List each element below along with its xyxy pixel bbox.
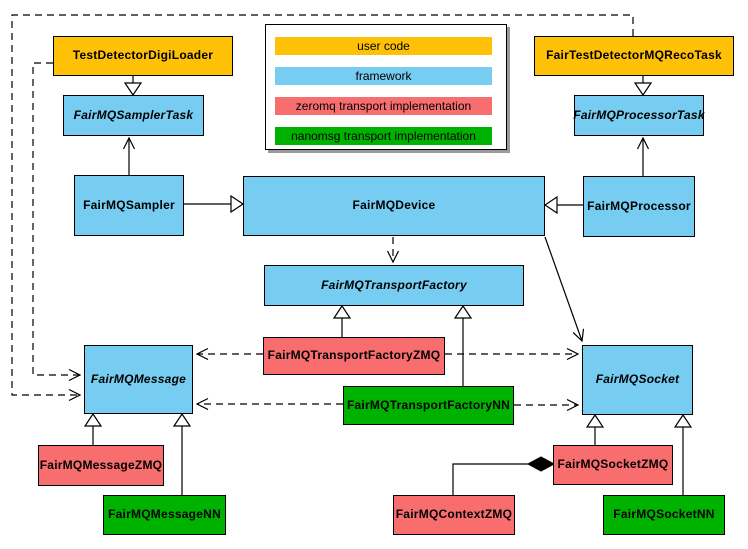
legend: user code framework zeromq transport imp… xyxy=(265,24,507,150)
class-box-fairmqtransportfactoryzmq: FairMQTransportFactoryZMQ xyxy=(263,337,445,375)
inheritance-triangle-factory-nn xyxy=(453,304,473,319)
legend-label: zeromq transport implementation xyxy=(295,99,472,113)
composition-line-contextzmq xyxy=(452,463,528,495)
class-box-fairmqtransportfactory: FairMQTransportFactory xyxy=(264,265,524,306)
class-box-fairmqmessagezmq: FairMQMessageZMQ xyxy=(38,445,164,486)
class-box-testdetectordigiloader: TestDetectorDigiLoader xyxy=(53,36,233,76)
inheritance-triangle-socket-nn xyxy=(673,413,693,428)
legend-label: nanomsg transport implementation xyxy=(291,129,476,143)
legend-item-nanomsg: nanomsg transport implementation xyxy=(275,127,492,145)
class-box-fairmqdevice: FairMQDevice xyxy=(243,176,545,236)
dependency-recotask-to-message xyxy=(11,14,634,395)
class-box-fairmqsocket: FairMQSocket xyxy=(582,345,693,415)
inheritance-triangle-message-nn xyxy=(172,412,192,427)
class-box-fairmqtransportfactorynn: FairMQTransportFactoryNN xyxy=(343,386,514,425)
class-box-fairmqmessage: FairMQMessage xyxy=(84,345,193,414)
association-device-to-socket xyxy=(544,236,582,341)
class-box-fairmqsamplertask: FairMQSamplerTask xyxy=(63,95,204,136)
inheritance-triangle-processortask xyxy=(633,82,653,97)
class-box-fairmqmessagenn: FairMQMessageNN xyxy=(103,495,226,535)
class-box-fairmqsocketzmq: FairMQSocketZMQ xyxy=(553,445,673,485)
legend-item-framework: framework xyxy=(275,67,492,85)
legend-label: user code xyxy=(357,39,410,53)
class-box-fairmqcontextzmq: FairMQContextZMQ xyxy=(393,495,515,535)
class-box-fairtestdetectormqrecotask: FairTestDetectorMQRecoTask xyxy=(534,36,734,76)
legend-item-zeromq: zeromq transport implementation xyxy=(275,97,492,115)
composition-diamond xyxy=(526,456,556,472)
class-box-fairmqprocessortask: FairMQProcessorTask xyxy=(573,95,705,136)
inheritance-triangle-device-left xyxy=(230,194,245,214)
class-box-fairmqsocketnn: FairMQSocketNN xyxy=(603,495,725,535)
class-box-fairmqsampler: FairMQSampler xyxy=(74,175,184,236)
legend-label: framework xyxy=(355,69,412,83)
inheritance-triangle-device-right xyxy=(543,195,558,215)
inheritance-triangle-samplertask xyxy=(123,82,143,97)
legend-item-user-code: user code xyxy=(275,37,492,55)
inheritance-triangle-message-zmq xyxy=(83,412,103,427)
inheritance-triangle-factory-zmq xyxy=(332,304,352,319)
class-box-fairmqprocessor: FairMQProcessor xyxy=(583,176,695,237)
inheritance-triangle-socket-zmq xyxy=(585,413,605,428)
